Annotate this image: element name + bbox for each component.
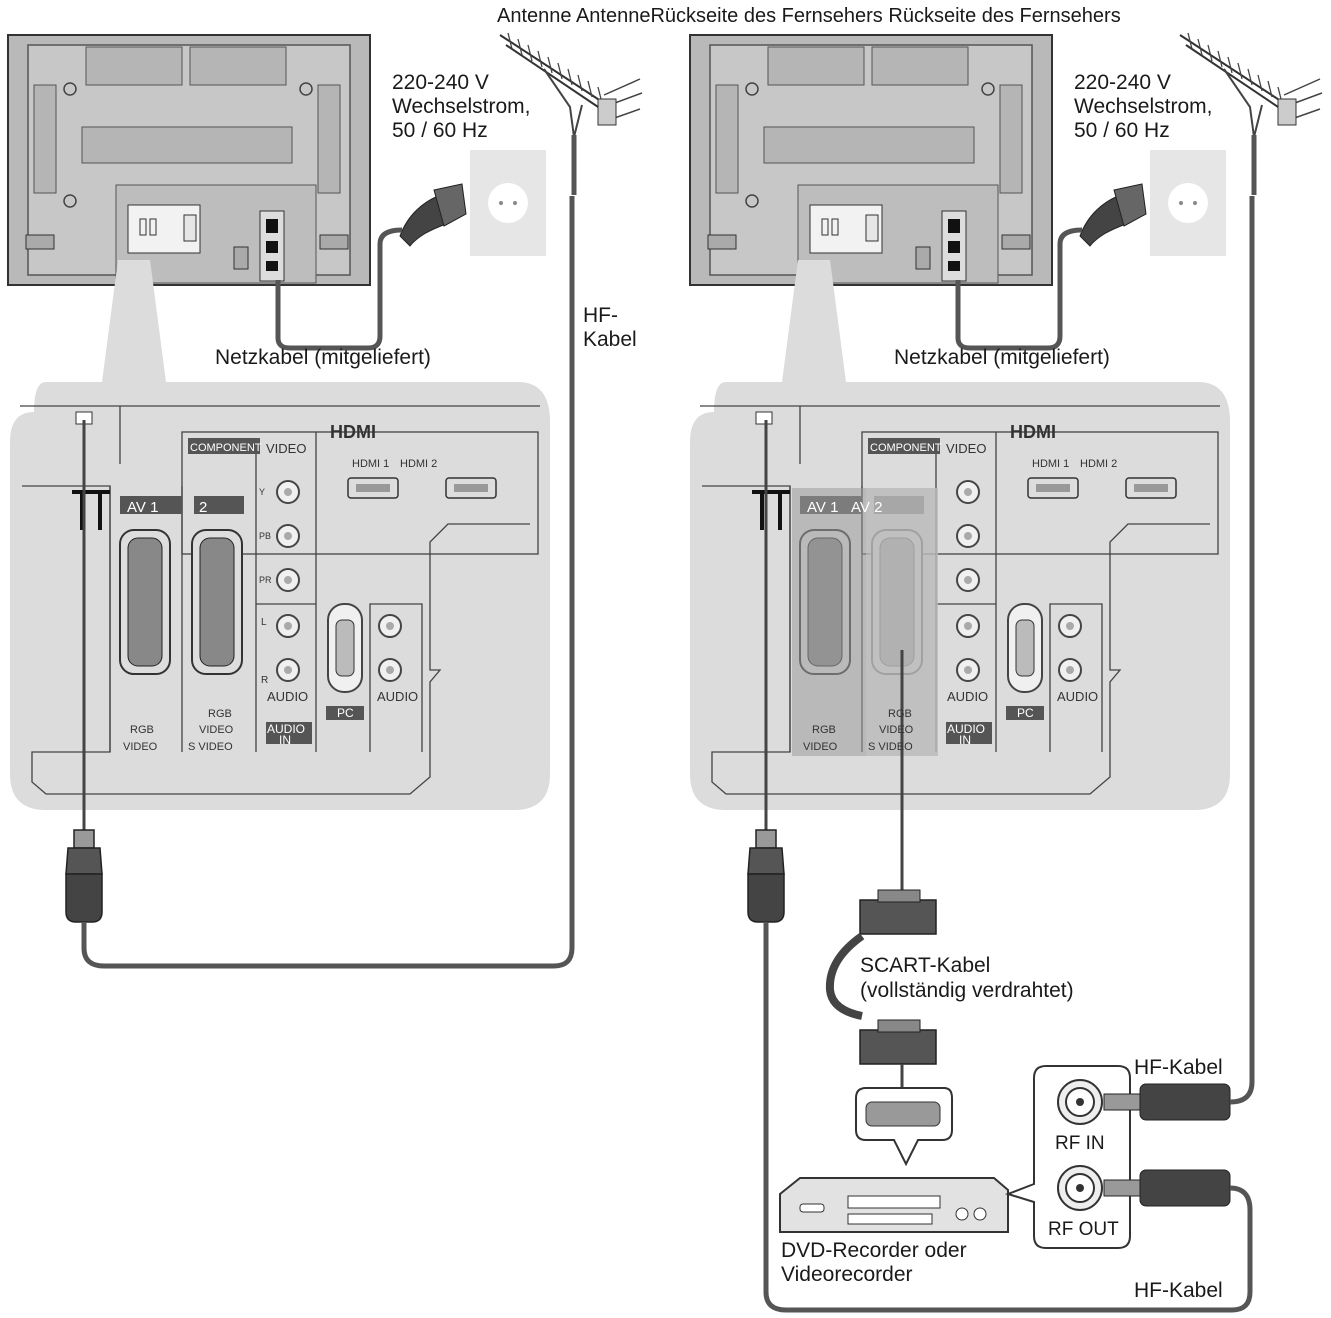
right-audio-in-2: IN [959, 733, 971, 747]
right-power-spec-2: Wechselstrom, [1074, 95, 1213, 118]
tv-back-label-2: Rückseite des Fernsehers [888, 5, 1121, 27]
right-rgb2-label: RGB [888, 708, 912, 720]
recorder-label-1: DVD-Recorder oder [781, 1239, 967, 1262]
right-power-spec-3: 50 / 60 Hz [1074, 119, 1170, 142]
rf-in-label: RF IN [1055, 1133, 1105, 1154]
left-av2-label: 2 [199, 499, 207, 516]
right-mains-cable-line [955, 227, 1083, 351]
rf-in-plug-icon [1103, 1083, 1231, 1121]
left-av1-label: AV 1 [127, 499, 158, 516]
right-rf-plug-icon [747, 829, 785, 923]
left-pb-label: PB [259, 531, 271, 541]
left-audio-in-1: AUDIO [267, 722, 305, 736]
right-pc-label: PC [1017, 706, 1034, 720]
hf-cable-bottom-label: HF-Kabel [1134, 1279, 1223, 1302]
left-tv-back [7, 34, 371, 286]
right-audio-in-1: AUDIO [947, 722, 985, 736]
left-hdmi2-label: HDMI 2 [400, 458, 437, 470]
left-r-label: R [261, 675, 268, 686]
right-wall-socket-plug-icon [1079, 149, 1227, 257]
left-power-spec-2: Wechselstrom, [392, 95, 531, 118]
left-video-label: VIDEO [266, 441, 306, 456]
right-hf-cable-top-line [1229, 196, 1255, 1105]
left-l-label: L [261, 617, 267, 628]
right-power-spec-1: 220-240 V [1074, 71, 1171, 94]
scart-plug-bottom-icon [859, 1019, 937, 1065]
left-svideo-label: S VIDEO [188, 741, 233, 753]
header-line: Antenne AntenneRückseite des Fernsehers … [497, 6, 1121, 26]
left-audio-in-2: IN [279, 733, 291, 747]
right-component-label: COMPONENT [870, 442, 942, 454]
scart-cable-label-1: SCART-Kabel [860, 954, 991, 977]
hf-cable-top-label: HF-Kabel [1134, 1056, 1223, 1079]
right-rgb1-label: RGB [812, 724, 836, 736]
left-rgb1-label: RGB [130, 724, 154, 736]
right-audio-label: AUDIO [947, 689, 988, 704]
right-hdmi-logo: HDMI [1010, 422, 1056, 442]
rf-out-label: RF OUT [1048, 1219, 1119, 1240]
recorder-scart-socket-icon [855, 1087, 953, 1167]
left-power-spec-1: 220-240 V [392, 71, 489, 94]
left-rf-plug-icon [65, 829, 103, 923]
right-video-label: VIDEO [946, 441, 986, 456]
left-y-label: Y [259, 487, 265, 497]
right-video2-label: VIDEO [879, 724, 914, 736]
right-av2-label: AV 2 [851, 499, 882, 516]
left-video2-label: VIDEO [199, 724, 234, 736]
rf-socket-box [1004, 1065, 1131, 1249]
left-mains-cable-label: Netzkabel (mitgeliefert) [215, 346, 431, 369]
antenne-label-2: Antenne [575, 5, 651, 27]
right-mains-cable-label: Netzkabel (mitgeliefert) [894, 346, 1110, 369]
left-hdmi-logo: HDMI [330, 422, 376, 442]
recorder-device-icon [779, 1177, 1009, 1233]
right-video1-label: VIDEO [803, 741, 838, 753]
left-hf-cable-label-2: Kabel [583, 328, 637, 351]
tv-back-label-1: Rückseite des Fernsehers [650, 5, 883, 27]
left-wall-socket-plug-icon [399, 149, 547, 257]
scart-cable-loop [825, 932, 865, 1020]
right-av1-label: AV 1 [807, 499, 838, 516]
recorder-label-2: Videorecorder [781, 1263, 913, 1286]
scart-cable-label-2: (vollständig verdrahtet) [860, 979, 1074, 1002]
left-hdmi1-label: HDMI 1 [352, 458, 389, 470]
left-hf-cable-line [81, 196, 575, 969]
left-audio-label: AUDIO [267, 689, 308, 704]
left-hf-cable-label-1: HF- [583, 304, 618, 327]
left-pr-label: PR [259, 575, 272, 585]
left-pc-label: PC [337, 706, 354, 720]
left-mains-cable-line [275, 227, 403, 351]
right-hdmi1-label: HDMI 1 [1032, 458, 1069, 470]
left-component-label: COMPONENT [190, 442, 262, 454]
scart-plug-top-icon [859, 889, 937, 935]
left-audio-out-label: AUDIO [377, 689, 418, 704]
left-video1-label: VIDEO [123, 741, 158, 753]
left-power-spec-3: 50 / 60 Hz [392, 119, 488, 142]
right-svideo-label: S VIDEO [868, 741, 913, 753]
right-audio-out-label: AUDIO [1057, 689, 1098, 704]
left-rgb2-label: RGB [208, 708, 232, 720]
rf-out-plug-icon [1103, 1169, 1231, 1207]
antenne-label-1: Antenne [497, 5, 572, 27]
right-hdmi2-label: HDMI 2 [1080, 458, 1117, 470]
right-tv-back [689, 34, 1053, 286]
right-hf-cable-bottom-line [763, 922, 1253, 1313]
